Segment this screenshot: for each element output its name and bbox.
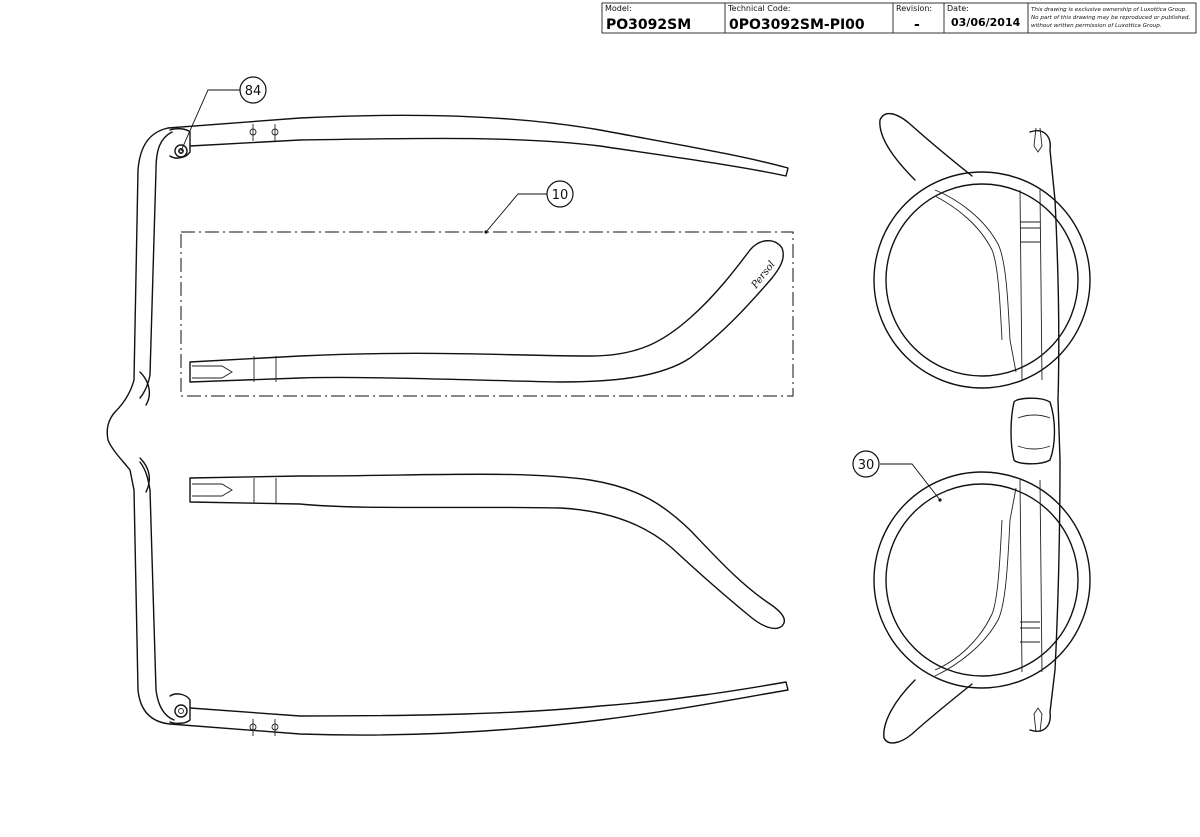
upper-lens bbox=[885, 183, 1079, 377]
upper-hinge-screw bbox=[174, 144, 188, 158]
ownership-notice-line-2: No part of this drawing may be reproduce… bbox=[1031, 15, 1190, 21]
temple-side-core-wire-upper bbox=[192, 365, 233, 379]
temple-side-profile-upper bbox=[189, 240, 784, 383]
date-label: Date: bbox=[947, 4, 969, 13]
frame-front-inner-profile bbox=[139, 131, 175, 721]
nose-pad-upper bbox=[139, 371, 151, 406]
model-label: Model: bbox=[605, 4, 632, 13]
technical-code-value: 0PO3092SM-PI00 bbox=[729, 17, 865, 33]
callout-84-bubble bbox=[239, 76, 267, 104]
upper-temple-rivets bbox=[249, 124, 279, 141]
callout-84-label: 84 bbox=[245, 84, 262, 99]
revision-label: Revision: bbox=[896, 4, 932, 13]
lower-lens bbox=[885, 483, 1079, 677]
ownership-notice-line-1: This drawing is exclusive ownership of L… bbox=[1031, 7, 1187, 13]
callout-30-bubble bbox=[852, 450, 880, 478]
bridge-shading bbox=[1017, 414, 1051, 450]
upper-temple-through-lens bbox=[934, 189, 1017, 373]
model-value: PO3092SM bbox=[606, 17, 691, 33]
temple-side-core-wire-lower bbox=[192, 483, 233, 497]
nose-pad-lower bbox=[139, 457, 151, 493]
lower-temple-through-lens bbox=[934, 487, 1017, 677]
front-view-temple-tip-top bbox=[879, 113, 973, 181]
lower-temple-rivets bbox=[249, 719, 279, 736]
right-side-inner-edge bbox=[1019, 189, 1023, 673]
top-hinge-notch bbox=[1033, 127, 1043, 153]
lower-hinge-screw bbox=[174, 704, 188, 718]
date-value: 03/06/2014 bbox=[951, 16, 1021, 29]
revision-value: - bbox=[914, 17, 920, 33]
frame-top-view bbox=[106, 114, 789, 736]
lower-hinge-block bbox=[169, 693, 191, 725]
technical-code-label: Technical Code: bbox=[727, 4, 790, 13]
front-view-temple-tip-bottom bbox=[883, 679, 973, 744]
temple-side-view-detail: Persol bbox=[180, 231, 794, 397]
title-block: Model: PO3092SM Technical Code: 0PO3092S… bbox=[601, 2, 1197, 34]
bottom-hinge-notch bbox=[1033, 707, 1043, 733]
callout-30-label: 30 bbox=[858, 458, 875, 473]
callout-30: 30 bbox=[852, 450, 942, 502]
temple-detail-box bbox=[180, 231, 794, 397]
bridge bbox=[1010, 397, 1056, 465]
callout-10-bubble bbox=[546, 180, 574, 208]
upper-hinge-block bbox=[169, 127, 191, 159]
upper-temple-through-lens-edge bbox=[934, 195, 1003, 341]
lower-hinge-screw-center bbox=[178, 708, 184, 714]
callout-84: 84 bbox=[178, 76, 267, 154]
temple-side-view-lower bbox=[189, 473, 786, 630]
right-side-inner-edge-2 bbox=[1039, 189, 1043, 673]
callout-10: 10 bbox=[484, 180, 574, 234]
frame-front-profile bbox=[106, 127, 171, 725]
front-view-rivet-marks bbox=[1020, 221, 1040, 643]
upper-temple-top bbox=[167, 114, 789, 177]
upper-hinge-screw-center bbox=[178, 148, 184, 154]
lower-temple-top bbox=[169, 681, 789, 736]
temple-side-profile-lower bbox=[189, 473, 786, 630]
callout-10-label: 10 bbox=[552, 188, 569, 203]
ownership-notice-line-3: without written permission of Luxottica … bbox=[1031, 23, 1162, 29]
frame-front-view bbox=[873, 113, 1091, 744]
lower-rim-outer bbox=[873, 471, 1091, 689]
right-side-edge bbox=[1029, 130, 1061, 732]
upper-rim-outer bbox=[873, 171, 1091, 389]
lower-temple-through-lens-edge bbox=[934, 519, 1003, 671]
